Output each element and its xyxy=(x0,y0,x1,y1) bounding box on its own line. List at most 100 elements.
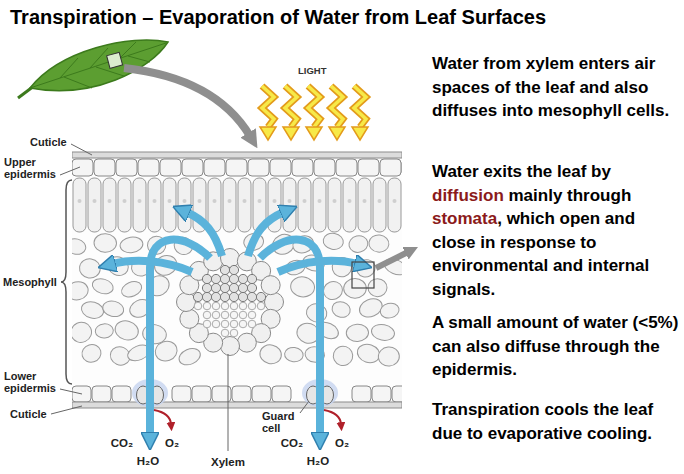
spongy-cell xyxy=(80,299,106,320)
spongy-cell xyxy=(330,299,352,319)
chloroplast xyxy=(378,199,382,203)
palisade-cell xyxy=(73,178,86,232)
spongy-cell xyxy=(368,234,390,253)
phloem-cell xyxy=(239,302,247,310)
epidermis-cell xyxy=(352,386,371,402)
chloroplast xyxy=(288,199,292,203)
spongy-cell xyxy=(72,237,87,257)
epidermis-cell xyxy=(248,159,269,176)
chloroplast xyxy=(303,199,307,203)
layer-label: Cuticle xyxy=(30,136,67,148)
bundle-sheath-cell xyxy=(180,309,199,328)
xylem-cell xyxy=(238,274,247,283)
water-arrow xyxy=(112,261,192,272)
bundle-sheath-cell xyxy=(265,293,284,312)
spongy-cell xyxy=(379,301,401,320)
phloem-cell xyxy=(203,311,211,319)
light-ray-head xyxy=(283,127,299,140)
phloem-cell xyxy=(203,320,211,328)
palisade-cell xyxy=(148,178,161,232)
light-ray xyxy=(285,86,297,127)
explanation-text: Transpiration cools the leaf due to evap… xyxy=(432,398,680,445)
phloem-cell xyxy=(248,302,256,310)
xylem-cell xyxy=(238,292,247,301)
spongy-cell xyxy=(94,233,117,253)
chloroplast xyxy=(93,199,97,203)
epidermis-cell xyxy=(272,386,291,402)
water-arrow xyxy=(278,261,358,272)
magnifier-arrow xyxy=(376,252,408,268)
xylem-cell xyxy=(229,283,238,292)
spongy-cell xyxy=(321,279,345,303)
spongy-cell xyxy=(177,345,203,368)
xylem-cell xyxy=(247,283,256,292)
chloroplast xyxy=(168,199,172,203)
spongy-cell xyxy=(101,299,125,319)
spongy-cell xyxy=(91,276,116,296)
epidermis-cell xyxy=(232,386,251,402)
epidermis-cell xyxy=(292,159,313,176)
spongy-cell xyxy=(357,295,385,320)
spongy-cell xyxy=(330,343,356,369)
light-rays xyxy=(260,86,368,140)
spongy-cell xyxy=(72,319,95,346)
part-label: Xylem xyxy=(211,456,245,469)
palisade-cell xyxy=(358,178,371,232)
epidermis-cell xyxy=(314,159,335,176)
chloroplast xyxy=(153,199,157,203)
light-ray xyxy=(331,86,343,127)
chloroplast xyxy=(393,199,397,203)
epidermis-cell xyxy=(172,386,191,402)
xylem-cell xyxy=(238,283,247,292)
key-term: diffusion xyxy=(432,186,504,205)
palisade-cell xyxy=(343,178,356,232)
vein-bundle xyxy=(177,249,284,356)
palisade-cell xyxy=(163,178,176,232)
spongy-cell xyxy=(289,275,315,298)
leader-line xyxy=(228,354,229,451)
light-ray xyxy=(262,86,274,127)
air-space xyxy=(72,152,402,408)
spongy-mesophyll xyxy=(72,231,402,369)
layer-label: Lower epidermis xyxy=(4,370,66,395)
magnifier xyxy=(352,252,408,288)
xylem-cell xyxy=(211,283,220,292)
palisade-cell xyxy=(313,178,326,232)
xylem-cell xyxy=(229,292,238,301)
light-ray xyxy=(308,86,320,127)
phloem-cell xyxy=(230,302,238,310)
epidermis-cell xyxy=(182,159,203,176)
xylem-cell xyxy=(202,274,211,283)
xylem-cell xyxy=(229,265,238,274)
phloem-cell xyxy=(221,329,229,337)
xylem-cell xyxy=(193,292,202,301)
xylem-cell xyxy=(220,292,229,301)
spongy-cell xyxy=(80,342,103,364)
leader-line xyxy=(60,167,80,175)
explanation-text: A small amount of water (<5%) can also d… xyxy=(432,311,680,382)
leader-line xyxy=(71,144,92,155)
chloroplast xyxy=(183,199,187,203)
palisade-cell xyxy=(118,178,131,232)
water-flow-arrows xyxy=(112,212,358,436)
phloem-cell xyxy=(221,320,229,328)
epidermis-cell xyxy=(358,159,379,176)
light-ray-head xyxy=(260,127,276,140)
water-arrow xyxy=(248,212,284,256)
phloem-cell xyxy=(212,320,220,328)
light-ray xyxy=(354,86,366,127)
chloroplast xyxy=(348,199,352,203)
upper-cuticle xyxy=(72,152,402,158)
light-label: LIGHT xyxy=(298,66,327,77)
layer-label: Upper epidermis xyxy=(4,156,66,181)
palisade-cell xyxy=(373,178,386,232)
key-term: stomata xyxy=(432,209,497,228)
xylem-cell xyxy=(220,265,229,274)
upper-epidermis xyxy=(72,159,402,176)
gas-label: H₂O xyxy=(137,455,159,468)
sample-square xyxy=(107,52,123,68)
palisade-cell xyxy=(103,178,116,232)
light-ray xyxy=(331,86,343,127)
spongy-cell xyxy=(258,343,283,366)
phloem-cell xyxy=(230,311,238,319)
